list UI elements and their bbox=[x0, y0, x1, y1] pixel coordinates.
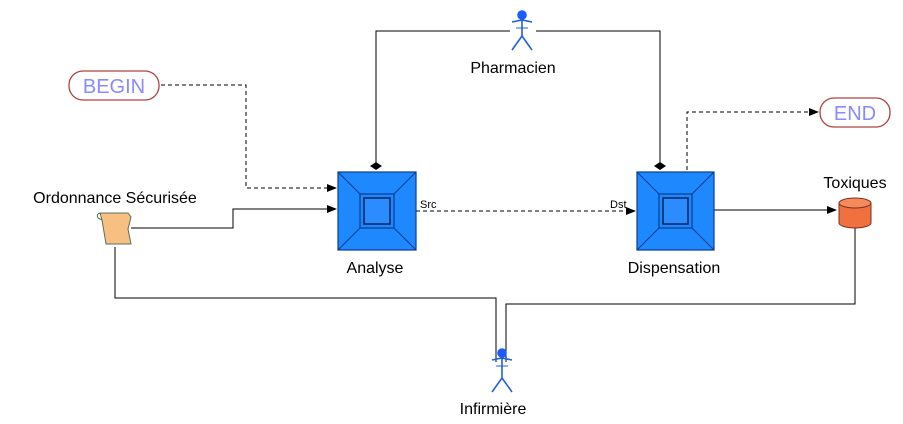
actor-pharmacien[interactable]: Pharmacien bbox=[470, 10, 556, 77]
edge-toxiques-infirmiere bbox=[505, 228, 856, 362]
document-icon bbox=[99, 212, 132, 245]
connectors bbox=[114, 30, 856, 362]
edge-dispensation-end bbox=[686, 108, 819, 170]
edge-pharmacien-analyse bbox=[370, 30, 510, 170]
database-cylinder-icon bbox=[838, 197, 872, 229]
src-port-label: Src bbox=[420, 199, 437, 211]
end-label: END bbox=[834, 103, 876, 125]
pharmacien-label: Pharmacien bbox=[470, 60, 555, 77]
begin-label: BEGIN bbox=[83, 76, 145, 98]
analyse-label: Analyse bbox=[347, 260, 404, 277]
edge-ordonnance-infirmiere bbox=[114, 247, 497, 362]
document-curl bbox=[96, 212, 103, 221]
toxiques-label: Toxiques bbox=[823, 175, 886, 192]
dispensation-activity[interactable]: Dispensation bbox=[628, 171, 721, 277]
end-terminal[interactable]: END bbox=[819, 97, 891, 128]
edge-begin-analyse bbox=[161, 84, 337, 192]
analyse-activity[interactable]: Analyse bbox=[337, 171, 417, 277]
edge-pharmacien-dispensation bbox=[536, 30, 666, 170]
stick-figure-icon bbox=[511, 10, 533, 51]
infirmiere-label: Infirmière bbox=[460, 401, 527, 418]
dispensation-label: Dispensation bbox=[628, 260, 721, 277]
actor-infirmiere[interactable]: Infirmière bbox=[460, 348, 527, 418]
stick-figure-icon bbox=[491, 348, 513, 393]
edge-ordonnance-analyse bbox=[131, 205, 337, 229]
begin-terminal[interactable]: BEGIN bbox=[68, 70, 160, 101]
toxiques-store[interactable]: Toxiques bbox=[823, 175, 887, 229]
dst-port-label: Dst bbox=[610, 199, 627, 211]
ordonnance-document[interactable]: Ordonnance Sécurisée bbox=[33, 190, 197, 245]
ordonnance-label: Ordonnance Sécurisée bbox=[33, 190, 197, 207]
